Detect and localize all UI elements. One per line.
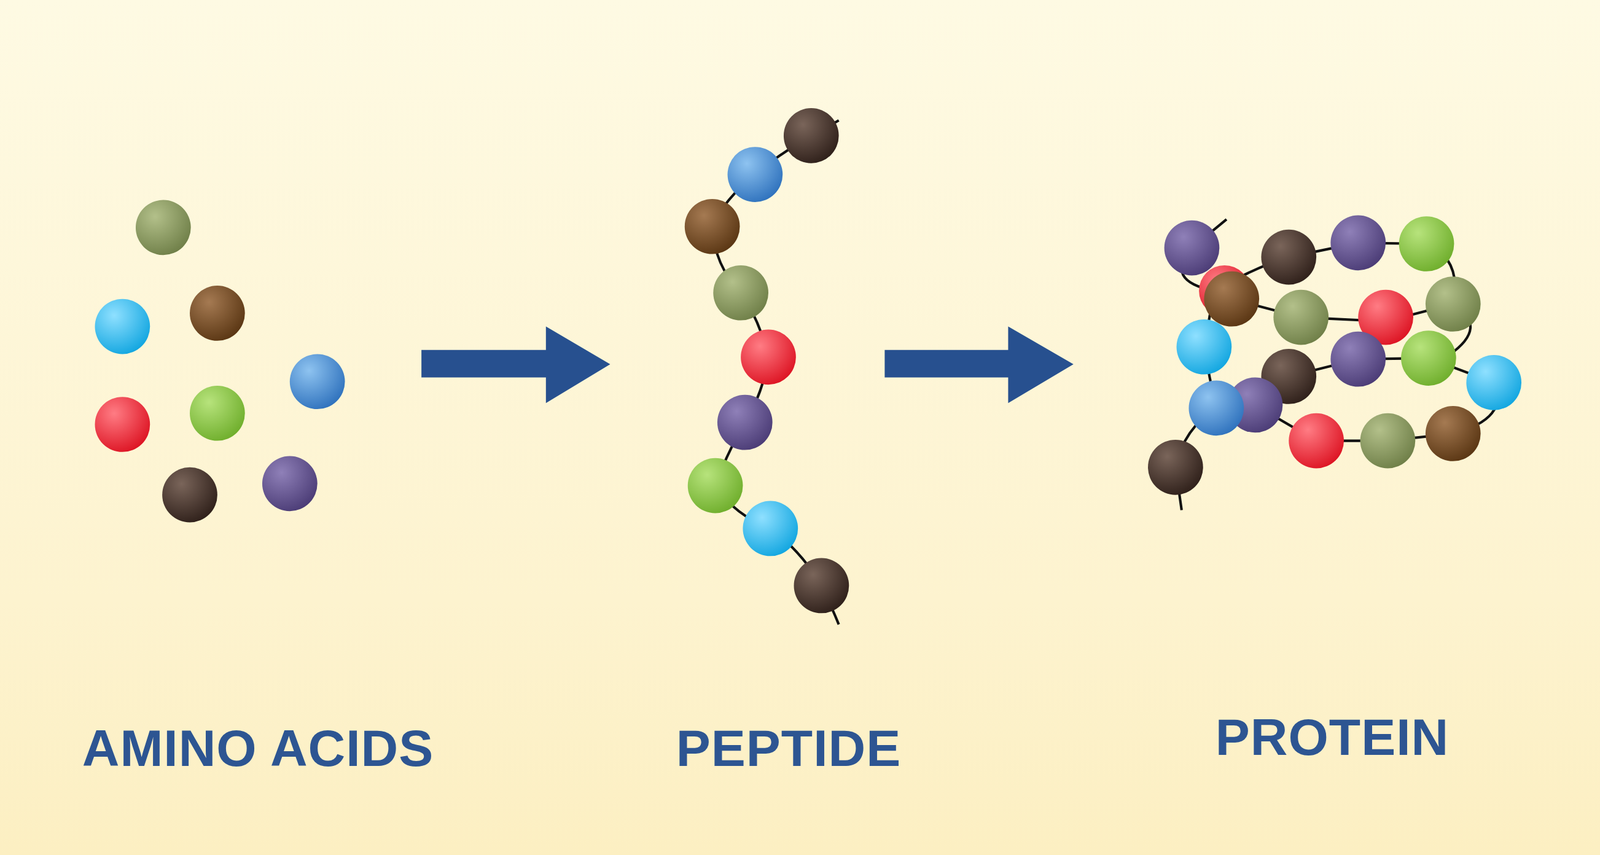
arrow — [421, 326, 610, 404]
arrow — [884, 326, 1074, 404]
stage-label: PEPTIDE — [676, 722, 902, 774]
peptide-chain — [684, 108, 849, 625]
amino-acids — [95, 200, 346, 523]
folded-protein — [1147, 214, 1522, 510]
stage-label: AMINO ACIDS — [82, 722, 435, 774]
stage-label: PROTEIN — [1215, 711, 1449, 763]
